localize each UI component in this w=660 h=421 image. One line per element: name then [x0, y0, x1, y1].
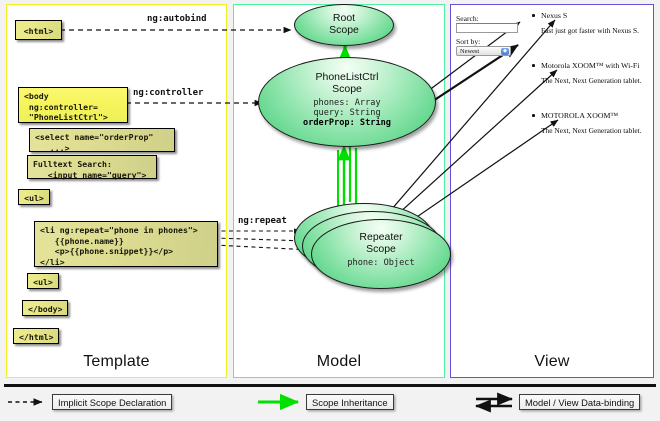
sort-label: Sort by: — [456, 37, 481, 46]
column-title-template: Template — [83, 353, 150, 370]
scope-phonelistctrl-title-2: Scope — [332, 83, 362, 95]
phone-name: Nexus S — [541, 11, 568, 20]
scope-prop-phones: phones: Array — [313, 98, 381, 108]
legend: Implicit Scope Declaration Scope Inherit… — [0, 391, 660, 419]
scope-repeater-title-2: Scope — [366, 243, 396, 255]
scope-root-title-2: Scope — [329, 24, 359, 36]
edge-label-ng-autobind: ng:autobind — [147, 14, 207, 24]
chevron-updown-icon[interactable]: ◆ — [501, 48, 509, 55]
phone-snippet: The Next, Next Generation tablet. — [541, 76, 642, 85]
bullet-icon — [532, 14, 535, 17]
sort-by-selected-value: Newest — [460, 48, 480, 55]
scope-phonelistctrl: PhoneListCtrl Scope phones: Array query:… — [258, 57, 436, 147]
code-box-ul-open: <ul> — [18, 189, 50, 205]
code-box-select-tag: <select name="orderProp" ...> — [29, 128, 175, 153]
scope-root-title-1: Root — [332, 12, 356, 24]
bullet-icon — [532, 114, 535, 117]
list-item[interactable]: Motorola XOOM™ with Wi-Fi The Next, Next… — [532, 61, 653, 85]
legend-label-model-view-data-binding: Model / View Data-binding — [519, 394, 641, 410]
scope-root: Root Scope — [294, 4, 394, 46]
scope-prop-query: query: String — [313, 108, 381, 119]
code-box-body-open: <body ng:controller= "PhoneListCtrl"> — [18, 87, 128, 123]
phone-snippet: Fast just got faster with Nexus S. — [541, 26, 639, 35]
scope-prop-orderprop: orderProp: String — [303, 118, 391, 129]
legend-icons — [8, 392, 513, 413]
phone-snippet: The Next, Next Generation tablet. — [541, 126, 642, 135]
sort-by-select[interactable]: Newest ◆ — [456, 46, 511, 56]
scope-repeater: Repeater Scope phone: Object — [311, 219, 451, 289]
phone-name: MOTOROLA XOOM™ — [541, 111, 619, 120]
scope-repeater-title-1: Repeater — [359, 231, 403, 243]
legend-label-implicit-scope-declaration: Implicit Scope Declaration — [52, 394, 173, 410]
code-box-ul-close: <ul> — [27, 273, 59, 289]
code-box-fulltext-search: Fulltext Search: <input name="query"> — [27, 155, 157, 180]
code-box-html-close: </html> — [13, 328, 59, 344]
scope-phonelistctrl-props: phones: Array query: String orderProp: S… — [259, 98, 435, 129]
scope-repeater-props: phone: Object — [312, 258, 450, 268]
code-box-body-close: </body> — [22, 300, 68, 316]
edge-label-ng-controller: ng:controller — [133, 88, 204, 98]
column-title-model: Model — [316, 353, 362, 370]
scope-prop-phone: phone: Object — [347, 258, 415, 268]
list-item[interactable]: Nexus S Fast just got faster with Nexus … — [532, 11, 653, 35]
search-input[interactable] — [456, 23, 518, 33]
bullet-icon — [532, 64, 535, 67]
edge-label-ng-repeat: ng:repeat — [238, 216, 287, 226]
column-title-view: View — [534, 353, 570, 370]
phone-name: Motorola XOOM™ with Wi-Fi — [541, 61, 640, 70]
legend-divider — [4, 384, 656, 387]
list-item[interactable]: MOTOROLA XOOM™ The Next, Next Generation… — [532, 111, 653, 135]
scope-phonelistctrl-title-1: PhoneListCtrl — [315, 71, 379, 83]
code-box-html-open: <html> — [15, 20, 62, 40]
legend-label-scope-inheritance: Scope Inheritance — [306, 394, 394, 410]
search-label: Search: — [456, 14, 479, 23]
code-box-li-repeat: <li ng:repeat="phone in phones"> {{phone… — [34, 221, 218, 267]
